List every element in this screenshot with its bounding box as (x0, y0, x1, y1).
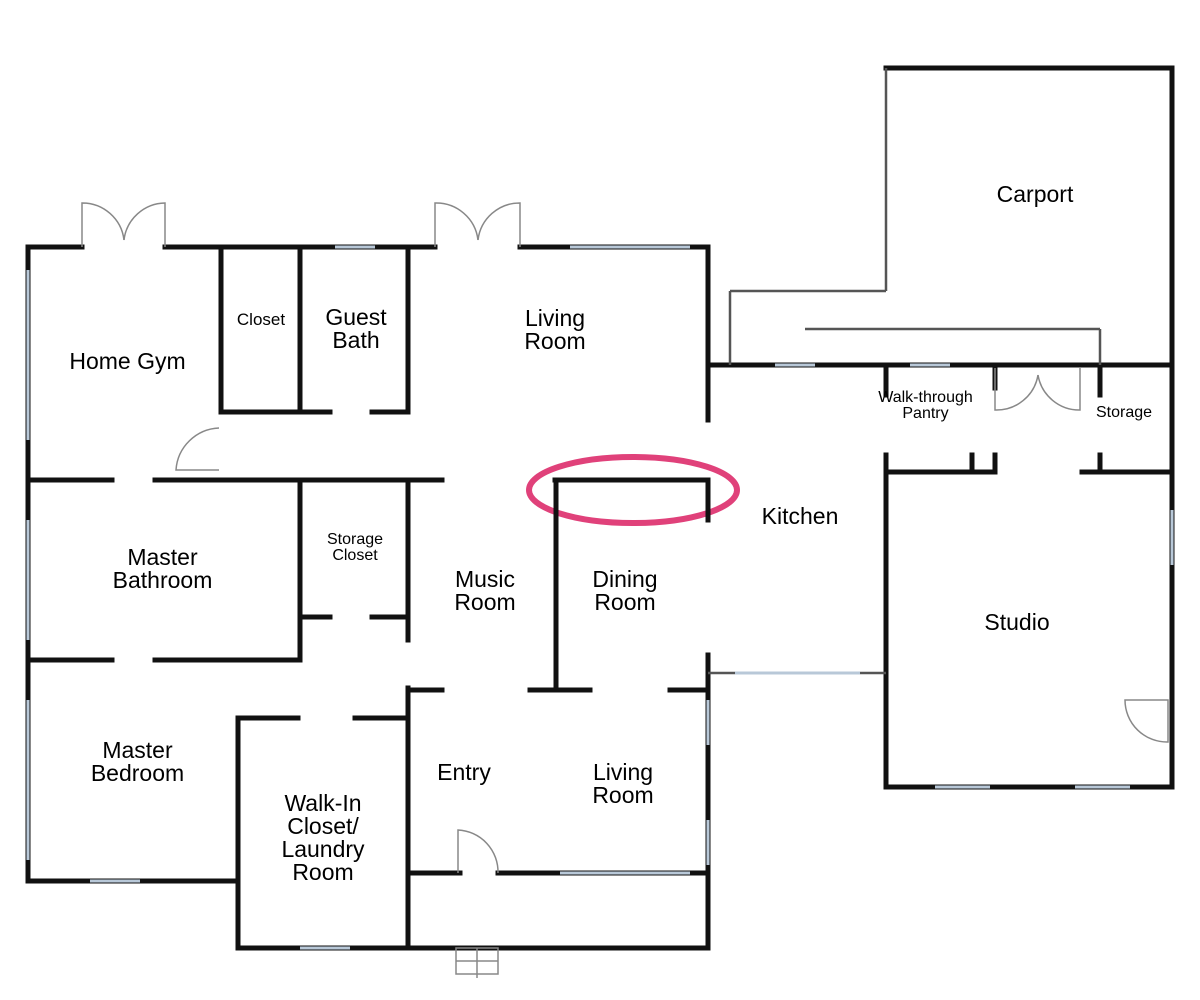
windows (26, 245, 1174, 950)
room-label-closet: Closet (236, 310, 286, 329)
room-label-music-room: Music Room (454, 566, 516, 615)
room-label-walk-through-pantry: Walk-through Pantry (878, 389, 973, 422)
room-label-storage: Storage (1095, 404, 1153, 421)
room-label-storage-closet: Storage Closet (326, 531, 384, 564)
room-label-living-room-top: Living Room (524, 305, 586, 354)
room-label-master-bedroom: Master Bedroom (90, 737, 185, 786)
room-label-living-room-bottom: Living Room (592, 759, 654, 808)
room-label-studio: Studio (984, 609, 1050, 635)
room-label-home-gym: Home Gym (69, 348, 186, 374)
room-label-guest-bath: Guest Bath (325, 304, 387, 353)
thin-walls (708, 68, 1102, 675)
room-label-carport: Carport (996, 181, 1074, 207)
room-label-walk-in-closet-laundry: Walk-In Closet/ Laundry Room (281, 790, 365, 885)
door-swings (81, 202, 1169, 978)
room-label-dining-room: Dining Room (592, 566, 658, 615)
room-label-entry: Entry (437, 759, 491, 785)
room-label-kitchen: Kitchen (761, 503, 839, 529)
highlight-ellipse (526, 454, 740, 526)
room-label-master-bathroom: Master Bathroom (112, 544, 213, 593)
